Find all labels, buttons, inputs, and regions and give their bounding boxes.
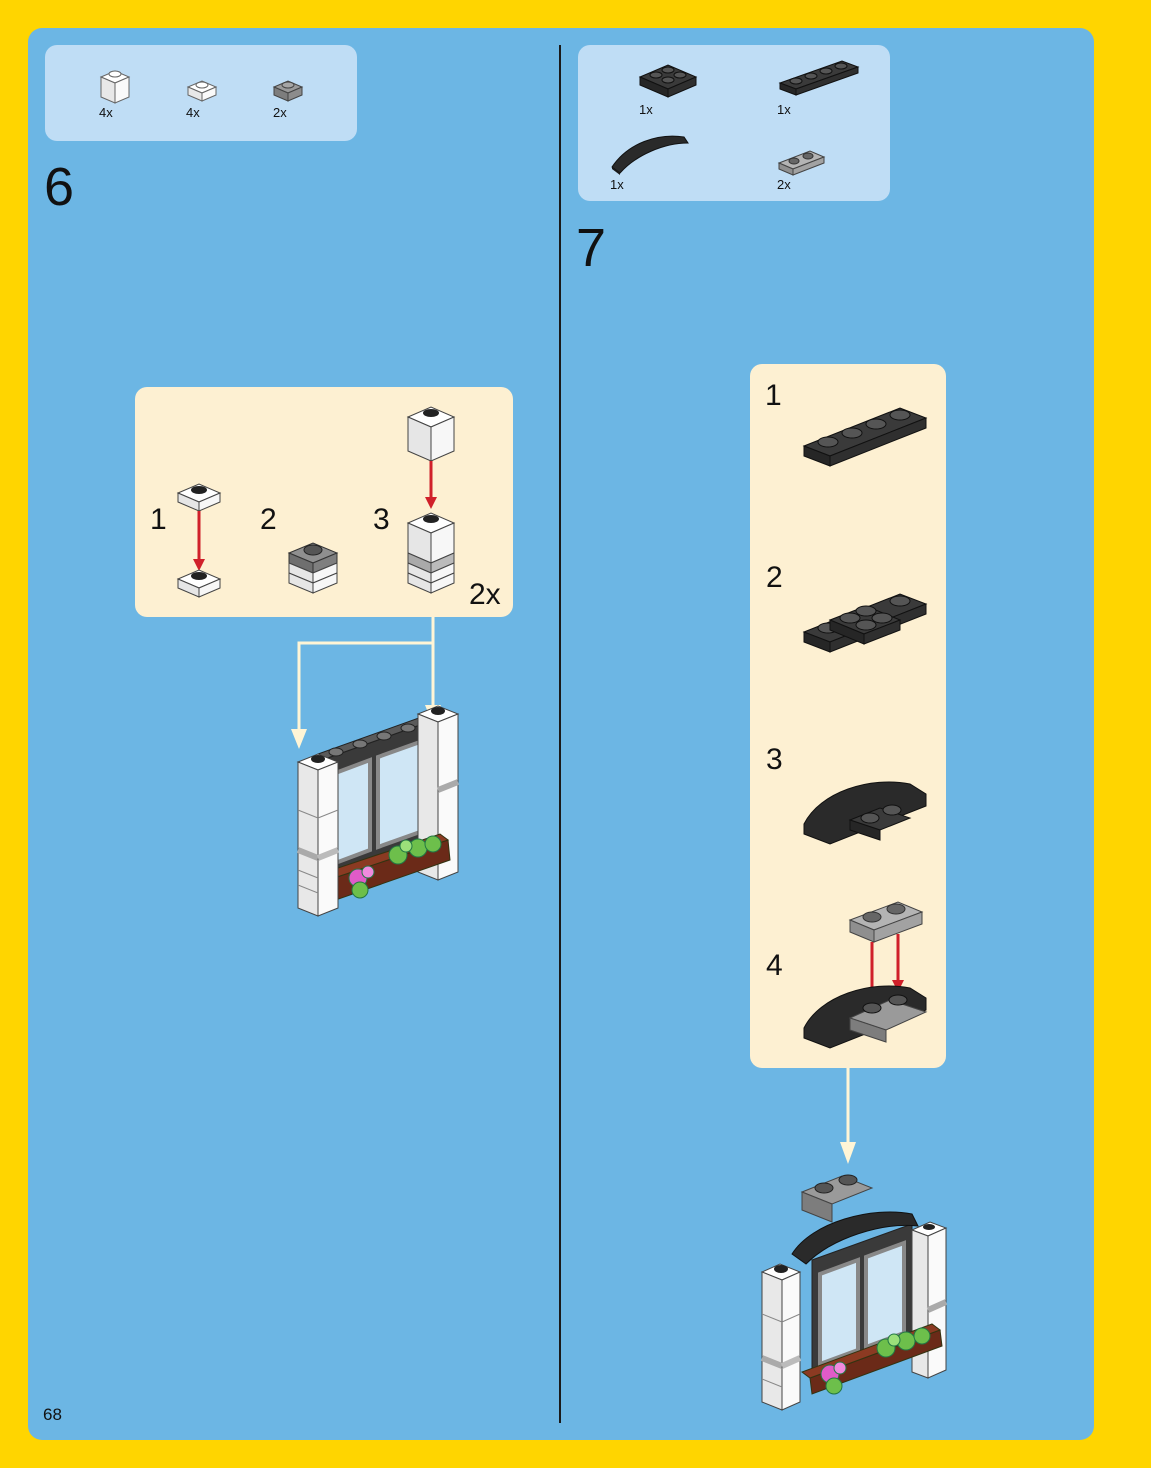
gray-plate-attach-illustration	[803, 901, 928, 1049]
substep-number: 2	[766, 561, 783, 594]
gray-plate-stack-illustration	[287, 542, 339, 594]
brick-stack-illustration	[406, 406, 456, 594]
step7-substep-box: 1 2 3 4	[750, 364, 946, 1068]
black-plate-2x2-icon	[638, 64, 698, 98]
part-qty: 1x	[639, 102, 653, 117]
multiplier-label: 2x	[469, 578, 501, 611]
white-plate-1x1-icon	[186, 80, 218, 102]
substep-number: 3	[373, 503, 390, 536]
black-plate-1x4-illustration	[802, 407, 928, 467]
part-qty: 1x	[610, 177, 624, 192]
assembly-arrow	[840, 1068, 856, 1164]
step6-number: 6	[44, 157, 75, 217]
substep-number: 1	[150, 503, 167, 536]
part-qty: 2x	[777, 177, 791, 192]
window-with-top-illustration	[760, 1174, 948, 1411]
substep-number: 2	[260, 503, 277, 536]
step6-parts-list: 4x 4x 2x	[45, 45, 357, 141]
step6-substep-box: 1 2 3 2x	[135, 387, 513, 617]
column-divider	[559, 45, 561, 1423]
plate-stack-illustration	[176, 483, 222, 598]
gray-plate-1x2-icon	[777, 150, 826, 176]
step7-parts-list: 1x 1x 1x 2x	[578, 45, 890, 201]
white-brick-1x1-icon	[99, 70, 131, 104]
substep-number: 3	[766, 743, 783, 776]
black-plate-1x4-icon	[778, 60, 860, 96]
instruction-page: 4x 4x 2x 6 1 2 3 2x	[28, 28, 1094, 1440]
black-curved-slope-icon	[611, 135, 689, 175]
step7-number: 7	[576, 218, 607, 278]
part-qty: 2x	[273, 105, 287, 120]
page-number: 68	[43, 1405, 62, 1424]
substep-number: 4	[766, 949, 783, 982]
part-qty: 4x	[99, 105, 113, 120]
window-model-illustration	[296, 705, 460, 917]
part-qty: 1x	[777, 102, 791, 117]
gray-plate-1x1-icon	[272, 80, 304, 102]
substep-number: 1	[765, 379, 782, 412]
curved-slope-assembly-illustration	[803, 781, 927, 845]
part-qty: 4x	[186, 105, 200, 120]
black-plate-combo-illustration	[802, 593, 928, 653]
